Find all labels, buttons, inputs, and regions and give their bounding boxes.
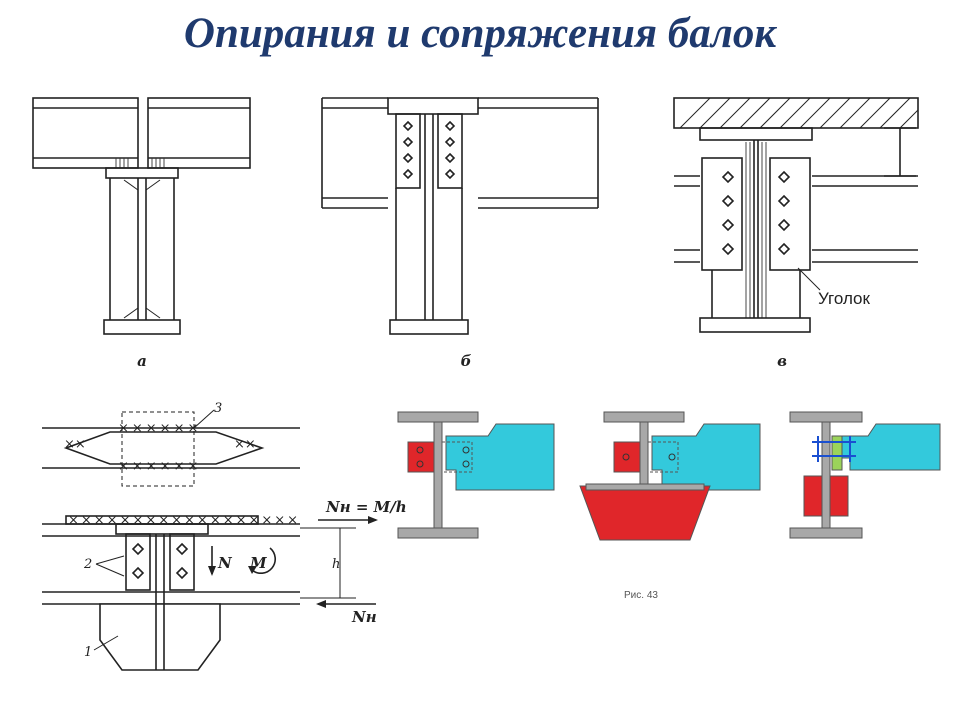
label-2: 2 bbox=[83, 557, 92, 572]
svg-text:××××××: ×××××× bbox=[118, 459, 201, 474]
color-panel-1 bbox=[397, 411, 555, 539]
label-a: а bbox=[137, 352, 147, 370]
svg-text:××: ×× bbox=[64, 437, 86, 452]
callout-ugolok: Уголок bbox=[818, 289, 871, 308]
color-panel-3 bbox=[789, 411, 941, 539]
column-cap-v bbox=[699, 127, 813, 141]
column-cap-b bbox=[387, 97, 479, 115]
column-base-v bbox=[699, 317, 811, 333]
figure-caption: Рис. 43 bbox=[624, 590, 658, 601]
weld-a bbox=[115, 158, 165, 168]
column-base-b bbox=[389, 319, 469, 335]
label-1: 1 bbox=[84, 645, 92, 660]
column-outline-plan bbox=[121, 411, 195, 487]
label-n-bottom: Nн bbox=[351, 608, 377, 626]
diagram-joint: 3 ×××××× ×××××× ×× ×× ××××××××××××××××××… bbox=[42, 401, 407, 671]
diagram-a: а bbox=[32, 97, 251, 370]
bolts-b bbox=[402, 120, 456, 180]
concrete-slab bbox=[673, 97, 919, 129]
angle-right-v bbox=[769, 157, 811, 271]
page-title: Опирания и сопряжения балок bbox=[183, 10, 777, 57]
color-panel-2 bbox=[579, 411, 761, 541]
label-n: N bbox=[217, 554, 233, 572]
angle-left-v bbox=[701, 157, 743, 271]
support-base-1 bbox=[99, 603, 221, 671]
beam-left-a bbox=[32, 97, 139, 169]
plate-left-b bbox=[395, 113, 421, 189]
label-v: в bbox=[777, 352, 787, 370]
label-b: б bbox=[461, 352, 472, 370]
svg-text:××: ×× bbox=[234, 437, 256, 452]
label-m: M bbox=[249, 554, 267, 572]
plate-right-b bbox=[437, 113, 463, 189]
label-h: h bbox=[332, 557, 340, 572]
cover-plate-plan bbox=[63, 431, 265, 465]
plate-right-joint bbox=[169, 533, 195, 591]
diagram-b: б bbox=[321, 97, 599, 370]
column-cap-a bbox=[105, 167, 179, 179]
column-cap-joint bbox=[115, 523, 209, 535]
column-base-a bbox=[103, 319, 181, 335]
beam-right-a bbox=[147, 97, 251, 169]
small-ibeam-v bbox=[884, 127, 916, 177]
weld-marks-plan: ×××××× bbox=[118, 421, 201, 436]
label-formula: Nн = M/h bbox=[325, 498, 407, 516]
diagram-v: Уголок в bbox=[673, 97, 919, 370]
svg-text:××××××××××××××××××: ×××××××××××××××××× bbox=[68, 513, 300, 528]
color-figure: Рис. 43 bbox=[397, 411, 941, 601]
plate-left-joint bbox=[125, 533, 151, 591]
bolts-v bbox=[721, 170, 791, 256]
label-3: 3 bbox=[214, 401, 222, 416]
